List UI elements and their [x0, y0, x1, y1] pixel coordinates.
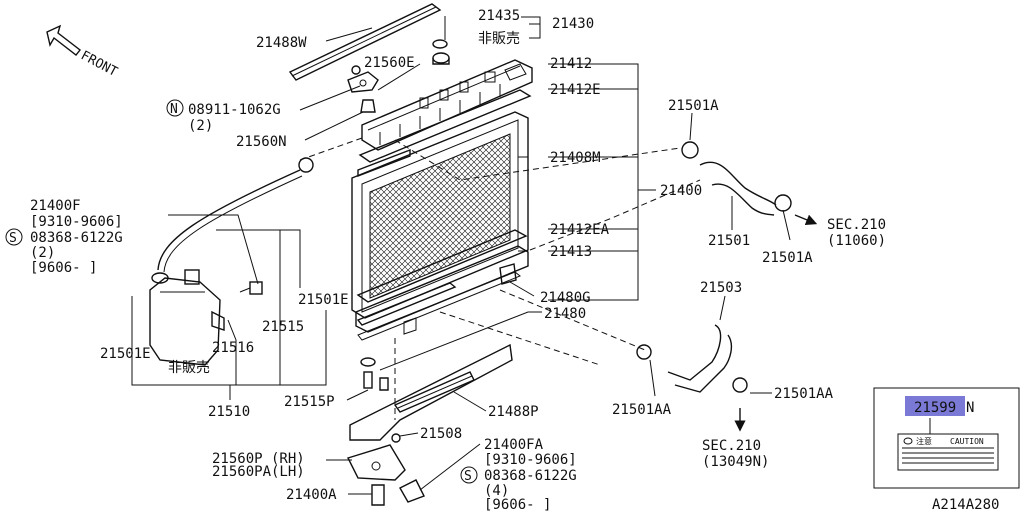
- label-21560PA: 21560PA(LH): [212, 464, 305, 480]
- upper-hose-21501: [681, 141, 792, 216]
- label-21510: 21510: [208, 404, 250, 420]
- label-21480G: 21480G: [540, 290, 591, 306]
- label-08368-bot-range: [9606- ]: [484, 497, 551, 511]
- n-circle-letter: N: [170, 102, 178, 117]
- front-label: FRONT: [78, 48, 120, 80]
- label-21508: 21508: [420, 426, 462, 442]
- seal-strip-top: [357, 148, 411, 178]
- label-21400: 21400: [660, 183, 702, 199]
- label-08911: 08911-1062G: [188, 102, 281, 118]
- label-21400F-range: [9310-9606]: [30, 214, 123, 230]
- label-21430: 21430: [552, 16, 594, 32]
- gasket-21412EA: [356, 229, 528, 303]
- reservoir-tank-21510: [149, 269, 225, 366]
- label-21501E-mid: 21501E: [298, 292, 349, 308]
- label-21408M: 21408M: [550, 150, 601, 166]
- lower-hose-21503: [636, 324, 748, 393]
- label-21599-suffix: N: [966, 400, 974, 416]
- label-hihanbai-top: 非販売: [478, 31, 520, 47]
- mount-21515P: [360, 357, 389, 391]
- lower-bracket: [349, 343, 513, 443]
- label-21515P: 21515P: [284, 394, 335, 410]
- label-21503: 21503: [700, 280, 742, 296]
- label-21515: 21515: [262, 319, 304, 335]
- strip-21488P: [393, 371, 475, 413]
- screw-21400F: [239, 281, 263, 295]
- diagram-code: A214A280: [932, 497, 999, 511]
- n-circle-icon: [166, 99, 184, 117]
- gasket-21412E: [358, 89, 532, 163]
- label-21501E-left: 21501E: [100, 346, 151, 362]
- strip-21488W: [288, 3, 442, 81]
- seal-21480: [357, 271, 521, 341]
- label-08368-top-qty: (2): [30, 245, 55, 261]
- label-21413: 21413: [550, 244, 592, 260]
- front-arrow-icon: [46, 24, 81, 56]
- label-21560P: 21560P (RH): [212, 451, 305, 467]
- label-sec210-a-code: (11060): [827, 233, 886, 249]
- s-circle-icon-top: [5, 228, 23, 246]
- label-sec210-a: SEC.210: [827, 217, 886, 233]
- label-21560E: 21560E: [364, 55, 415, 71]
- label-21480: 21480: [544, 306, 586, 322]
- label-21560N: 21560N: [236, 134, 287, 150]
- label-08368-bot: 08368-6122G: [484, 468, 577, 484]
- inset-caution-text: CAUTION: [950, 437, 984, 446]
- caution-label-inset: 21599 N 注意 CAUTION: [873, 387, 1020, 489]
- label-21501AA-left: 21501AA: [612, 402, 672, 418]
- label-21435: 21435: [478, 8, 520, 24]
- radiator-core-21408M: [351, 111, 529, 319]
- s-circle-letter-bot: S: [464, 469, 472, 484]
- label-21501: 21501: [708, 233, 750, 249]
- label-21412: 21412: [550, 56, 592, 72]
- label-08368-top-range: [9606- ]: [30, 260, 97, 276]
- label-21501A-top: 21501A: [668, 98, 719, 114]
- label-21400FA-range: [9310-9606]: [484, 452, 577, 468]
- seal-21480G: [356, 282, 457, 326]
- label-21516: 21516: [212, 340, 254, 356]
- s-circle-icon-bot: [460, 466, 478, 484]
- label-08368-top: 08368-6122G: [30, 230, 123, 246]
- label-hihanbai-tank: 非販売: [168, 360, 210, 376]
- inset-highlight: [905, 396, 965, 416]
- label-21400F: 21400F: [30, 198, 81, 214]
- label-21412EA: 21412EA: [550, 222, 610, 238]
- label-21400FA: 21400FA: [484, 437, 544, 453]
- sec210-arrow-icon-a: [794, 214, 818, 226]
- s-circle-letter-top: S: [9, 231, 17, 246]
- label-21501A-bot: 21501A: [762, 250, 813, 266]
- label-21488W: 21488W: [256, 35, 307, 51]
- radiator-cap-21430: [432, 39, 450, 65]
- label-sec210-b-code: (13049N): [702, 454, 769, 470]
- label-08911-qty: (2): [188, 118, 213, 134]
- upper-tank-21412: [361, 59, 533, 151]
- leader-lines: [131, 16, 791, 495]
- label-08368-bot-qty: (4): [484, 483, 509, 499]
- bracket-21560P: [347, 444, 425, 506]
- label-21412E: 21412E: [550, 82, 601, 98]
- overflow-hose-21515: [157, 157, 314, 273]
- label-sec210-b: SEC.210: [702, 438, 761, 454]
- inset-jp-caution: 注意: [916, 436, 932, 446]
- label-21400A: 21400A: [286, 487, 337, 503]
- label-21599: 21599: [914, 400, 956, 416]
- label-21501AA-right: 21501AA: [774, 386, 834, 402]
- label-21488P: 21488P: [488, 404, 539, 420]
